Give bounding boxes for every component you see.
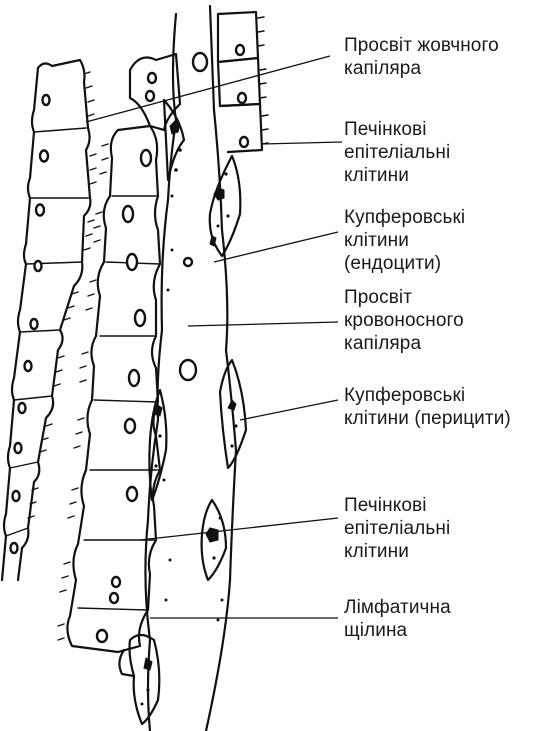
leader-hepatocytes-top xyxy=(262,142,342,144)
label-bile-capillary: Просвіт жовчного капіляра xyxy=(344,34,499,80)
label-kupffer-pericytes: Купферовські клітини (перицити) xyxy=(344,384,511,430)
upper-cell-group xyxy=(130,12,268,152)
sinusoid-walls xyxy=(119,6,246,731)
label-hepatocytes-top: Печінкові епітеліальні клітини xyxy=(344,118,450,187)
leader-bile-capillary xyxy=(86,56,330,122)
leader-blood-capillary xyxy=(188,322,338,326)
label-kupffer-endocytes: Купферовські клітини (ендоцити) xyxy=(344,206,465,275)
label-lymph-cleft: Лімфатична щілина xyxy=(344,596,451,642)
label-hepatocytes-bottom: Печінкові епітеліальні клітини xyxy=(344,494,450,563)
label-blood-capillary: Просвіт кровоносного капіляра xyxy=(344,286,464,355)
leader-hepatocytes-bottom xyxy=(140,518,338,540)
leader-kupffer-pericytes xyxy=(240,400,338,420)
